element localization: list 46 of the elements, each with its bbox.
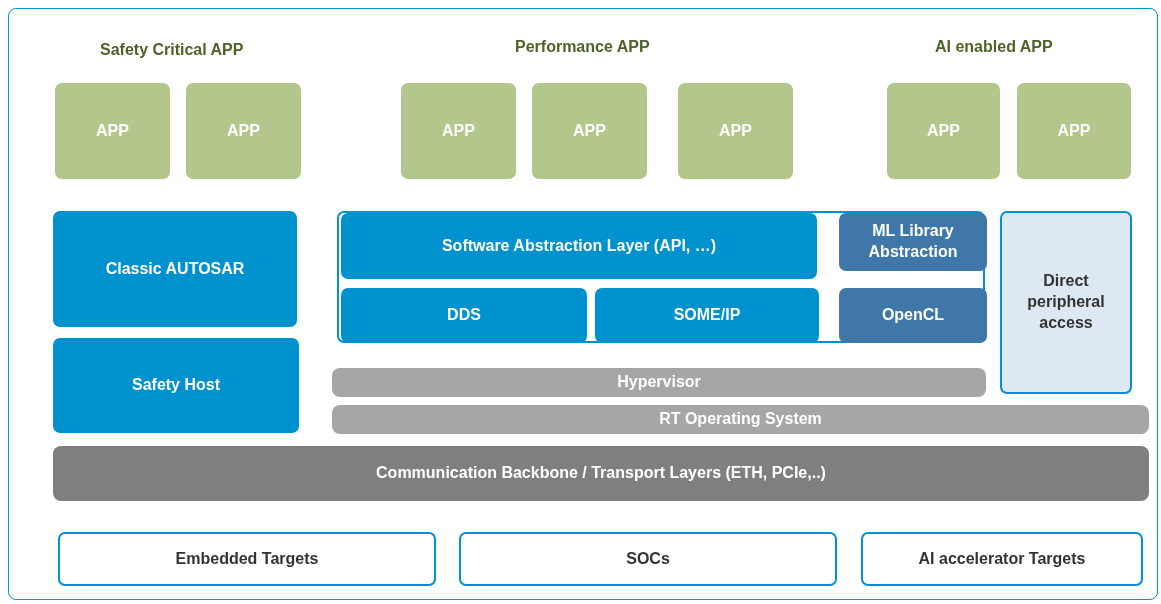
- app-box: [532, 83, 647, 179]
- layer-label: ML Library Abstraction: [867, 221, 959, 262]
- layer-label: APP: [573, 120, 606, 141]
- layer-label: Safety Host: [132, 375, 220, 396]
- layer-label: Classic AUTOSAR: [105, 258, 245, 279]
- app-box: [1017, 83, 1131, 179]
- layer-label: SOME/IP: [673, 305, 741, 326]
- layer-label: RT Operating System: [659, 409, 822, 430]
- layer-label: Communication Backbone / Transport Layers (ETH, PCIe,..): [376, 463, 826, 484]
- target-box: [58, 532, 436, 586]
- layer-label: Hypervisor: [617, 372, 701, 393]
- layer-bar: [332, 405, 1149, 434]
- layer-box: [341, 213, 817, 279]
- layer-label: Software Abstraction Layer (API, …): [441, 235, 717, 256]
- layer-label: SOCs: [626, 548, 670, 569]
- layer-box: [53, 338, 299, 433]
- layer-box: [839, 213, 987, 271]
- layer-box: [839, 288, 987, 343]
- layer-box: [341, 288, 587, 343]
- app-box: [678, 83, 793, 179]
- layer-label: APP: [927, 120, 960, 141]
- layer-label: Direct peripheral access: [1026, 271, 1106, 333]
- app-box: [887, 83, 1000, 179]
- layer-label: DDS: [447, 305, 481, 326]
- layer-box: [53, 211, 297, 327]
- layer-label: APP: [442, 120, 475, 141]
- app-box: [55, 83, 170, 179]
- layer-box: [595, 288, 819, 343]
- layer-bar: [53, 446, 1149, 501]
- layer-box: [1000, 211, 1132, 394]
- app-box: [186, 83, 301, 179]
- group-heading: Performance APP: [515, 38, 650, 56]
- layer-bar: [332, 368, 986, 397]
- layer-label: APP: [227, 120, 260, 141]
- target-box: [459, 532, 837, 586]
- layer-label: Embedded Targets: [175, 548, 319, 569]
- group-heading: Safety Critical APP: [100, 41, 244, 59]
- layer-label: APP: [96, 120, 129, 141]
- app-box: [401, 83, 516, 179]
- layer-label: AI accelerator Targets: [918, 548, 1086, 569]
- layer-label: OpenCL: [881, 305, 945, 326]
- container-box: [337, 211, 985, 343]
- group-heading: AI enabled APP: [935, 38, 1053, 56]
- target-box: [861, 532, 1143, 586]
- layer-label: APP: [1057, 120, 1091, 141]
- layer-label: APP: [719, 120, 752, 141]
